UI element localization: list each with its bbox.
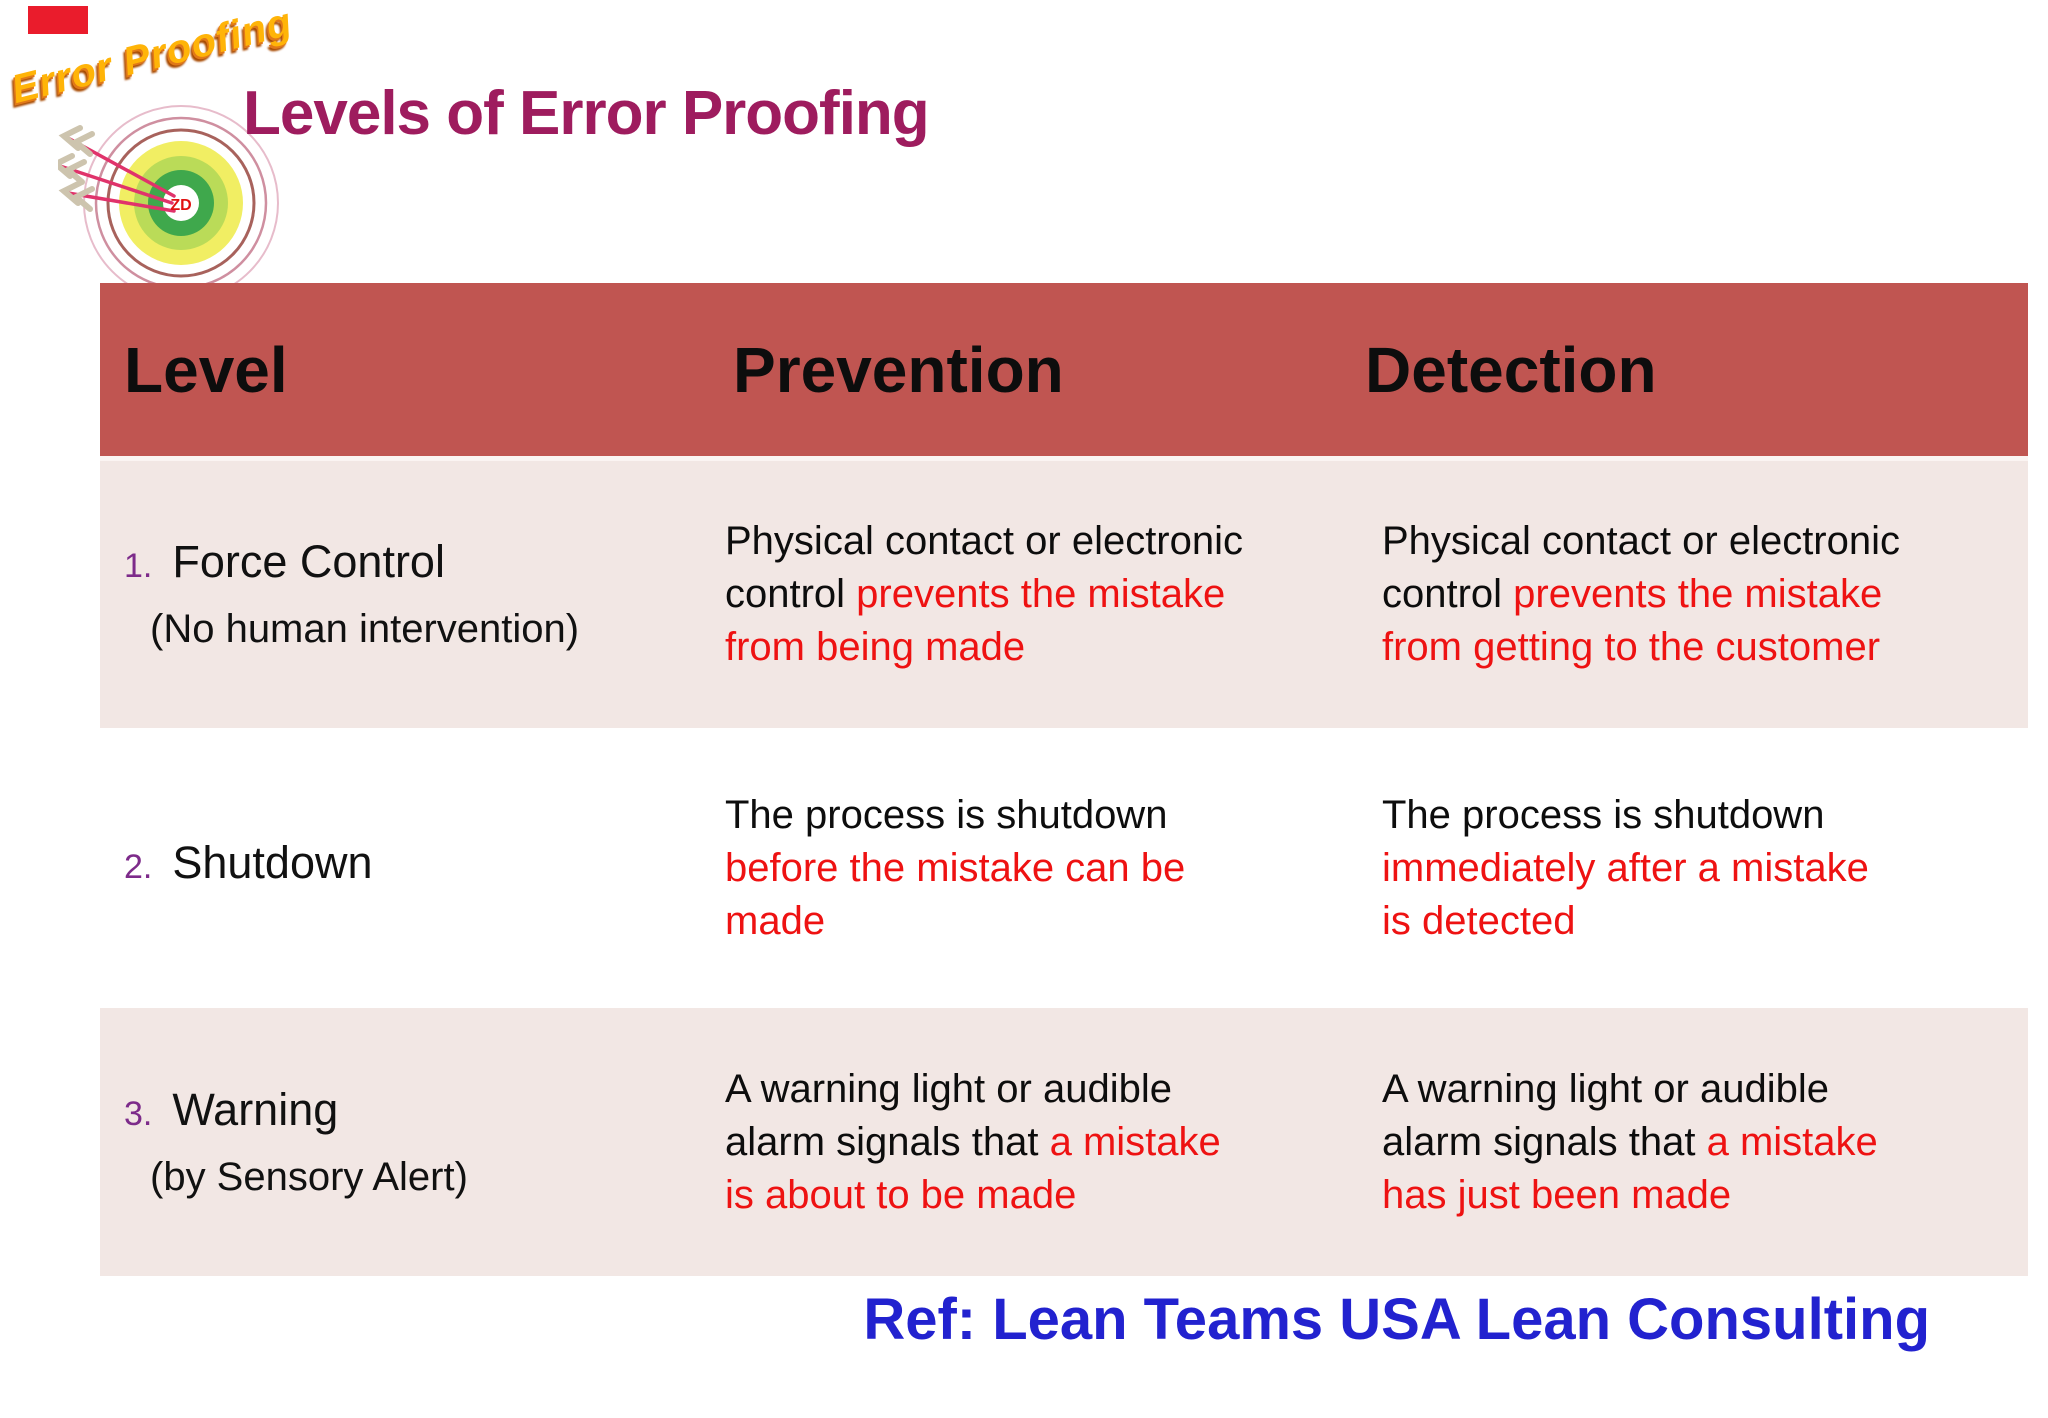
prevention-text-red: a mistake is about to be made xyxy=(725,1119,1221,1217)
table-row-force-control: 1.Force Control (No human intervention) … xyxy=(100,461,2028,728)
prevention-text-red: before the mistake can be made xyxy=(725,845,1186,943)
level-cell: 1. Force Control (No human intervention) xyxy=(100,461,715,728)
prevention-cell: The process is shutdown before the mista… xyxy=(715,728,1355,1008)
detection-cell: Physical contact or electronic control p… xyxy=(1355,461,2028,728)
error-proofing-table: Level Prevention Detection 1. Force Contr… xyxy=(100,283,2028,1276)
table-header-row: Level Prevention Detection xyxy=(100,283,2028,456)
page-title: Levels of Error Proofing xyxy=(243,79,930,148)
level-number: 1. xyxy=(124,547,153,585)
detection-text-black: A warning light or audible alarm signals… xyxy=(1382,1066,1829,1164)
prevention-cell: Physical contact or electronic control p… xyxy=(715,461,1355,728)
header-divider xyxy=(100,456,2028,461)
column-header-prevention: Prevention xyxy=(733,333,1064,406)
table-row-shutdown: 2. Shutdown The process is shutdown befor… xyxy=(100,728,2028,1008)
detection-text-red: a mistake has just been made xyxy=(1382,1119,1878,1217)
target-bullseye-icon: ZD xyxy=(58,105,279,301)
prevention-text-black: A warning light or audible alarm signals… xyxy=(725,1066,1172,1164)
corner-marker xyxy=(28,6,88,34)
detection-text-red: prevents the mistake from getting to the… xyxy=(1382,572,1883,669)
error-proofing-logo: ZD Error Proofing xyxy=(6,0,316,301)
level-name: Warning xyxy=(172,1083,339,1135)
arrows-icon xyxy=(58,125,176,213)
level-number: 2. xyxy=(124,847,153,886)
detection-text-black: The process is shutdown xyxy=(1382,792,1825,837)
detection-text-red: immediately after a mistake is detected xyxy=(1382,845,1869,943)
column-header-level: Level xyxy=(124,333,288,406)
column-header-detection: Detection xyxy=(1365,333,1657,406)
level-number: 3. xyxy=(124,1094,153,1133)
level-note: (No human intervention) xyxy=(150,607,580,651)
reference-text: Ref: Lean Teams USA Lean Consulting xyxy=(863,1287,1930,1352)
detection-cell: A warning light or audible alarm signals… xyxy=(1355,1008,2028,1276)
level-cell: 2. Shutdown xyxy=(100,728,715,1008)
detection-text-black: Physical contact or electronic control xyxy=(1382,519,1901,616)
table-row-warning: 3. Warning (by Sensory Alert) A warning l… xyxy=(100,1008,2028,1276)
prevention-text-black: Physical contact or electronic control xyxy=(725,519,1244,616)
level-cell: 3. Warning (by Sensory Alert) xyxy=(100,1008,715,1276)
prevention-text-black: The process is shutdown xyxy=(725,792,1168,837)
level-note: (by Sensory Alert) xyxy=(150,1154,468,1199)
level-name: Shutdown xyxy=(172,836,373,888)
level-name: Force Control xyxy=(172,536,445,587)
prevention-cell: A warning light or audible alarm signals… xyxy=(715,1008,1355,1276)
detection-cell: The process is shutdown immediately afte… xyxy=(1355,728,2028,1008)
prevention-text-red: prevents the mistake from being made xyxy=(725,572,1226,669)
bullseye-label: ZD xyxy=(170,197,191,214)
